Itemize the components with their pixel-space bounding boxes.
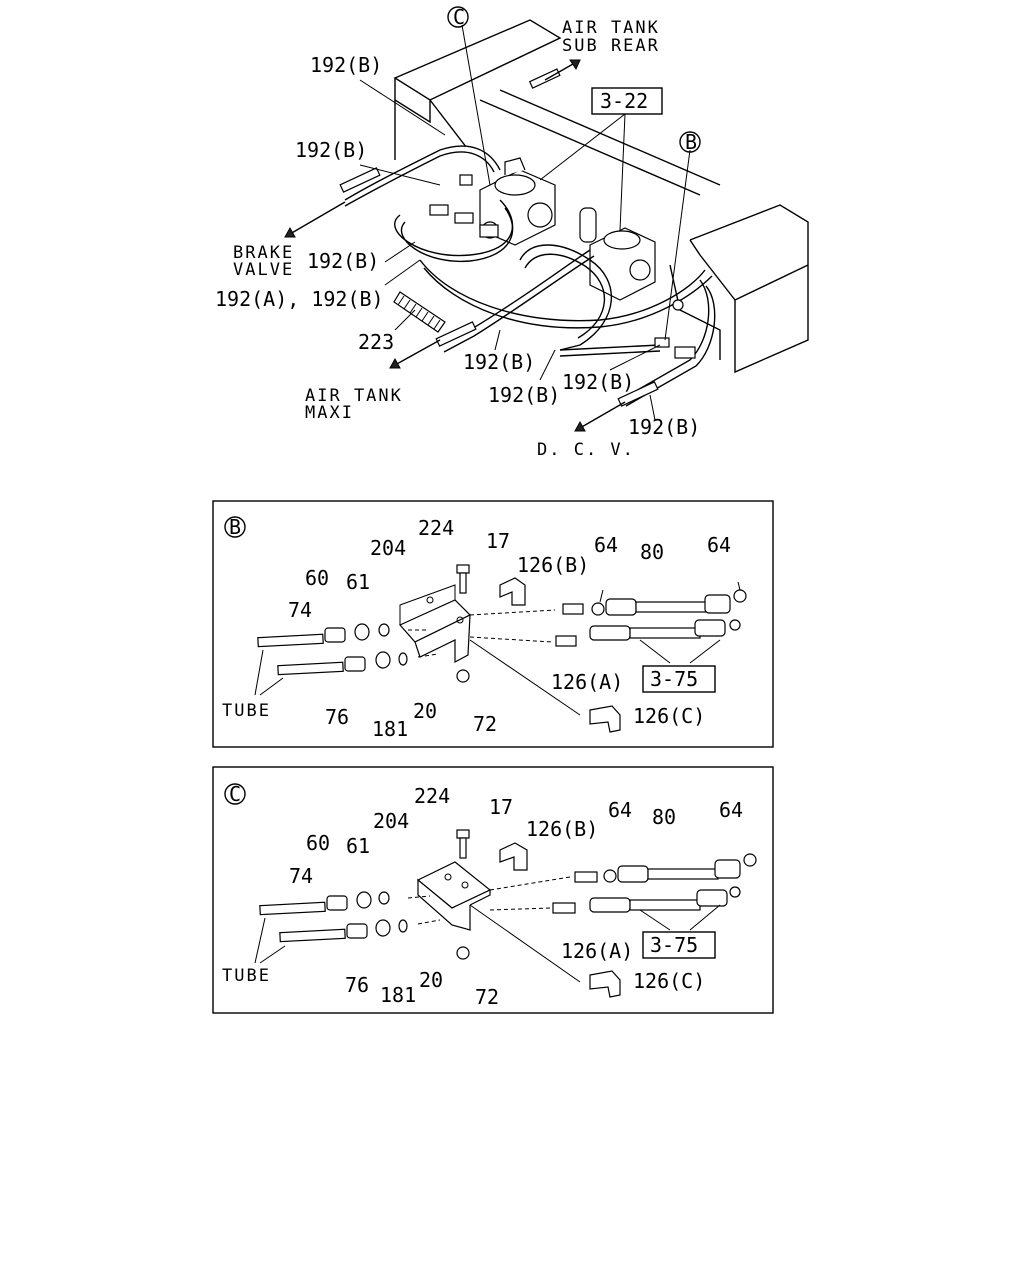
arrow-air-tank-maxi bbox=[389, 339, 441, 369]
detail-c-label-76: 76 bbox=[345, 973, 369, 997]
detail-c-label-80: 80 bbox=[652, 805, 676, 829]
callout-b-letter: B bbox=[685, 130, 697, 154]
detail-b-label-76: 76 bbox=[325, 705, 349, 729]
detail-c-label-tube: TUBE bbox=[222, 966, 271, 986]
detail-b-label-80: 80 bbox=[640, 540, 664, 564]
detail-b-label-20: 20 bbox=[413, 699, 437, 723]
label-192b-1: 192(B) bbox=[310, 53, 382, 77]
relay-valve-right bbox=[579, 207, 656, 301]
detail-c-label-126a: 126(A) bbox=[561, 939, 633, 963]
spring-guard-223 bbox=[393, 291, 446, 333]
detail-b-label-64b: 64 bbox=[707, 533, 731, 557]
fittings-cluster-left bbox=[429, 174, 499, 238]
detail-b-label-tube: TUBE bbox=[222, 701, 271, 721]
detail-c-tag: C bbox=[229, 782, 241, 806]
detail-b-frame bbox=[212, 500, 774, 748]
detail-b-label-224: 224 bbox=[418, 516, 454, 540]
detail-b-label-61: 61 bbox=[346, 570, 370, 594]
detail-b-ref-3-75-box bbox=[642, 665, 716, 693]
ref-3-22-box bbox=[591, 87, 663, 115]
label-air-tank-sub-rear-1: AIR TANK bbox=[562, 18, 660, 38]
detail-c-label-204: 204 bbox=[373, 809, 409, 833]
detail-b-label-64a: 64 bbox=[594, 533, 618, 557]
arrow-dcv bbox=[574, 401, 626, 432]
detail-c-frame bbox=[212, 766, 774, 1014]
arrow-brake-valve bbox=[284, 201, 346, 238]
detail-c-label-3-75: 3-75 bbox=[650, 933, 698, 957]
detail-c-label-61: 61 bbox=[346, 834, 370, 858]
detail-c-label-126c: 126(C) bbox=[633, 969, 705, 993]
label-192ab: 192(A), 192(B) bbox=[215, 287, 384, 311]
top-view-assembly bbox=[284, 6, 809, 432]
detail-c-label-224: 224 bbox=[414, 784, 450, 808]
arrow-air-tank-sub-rear bbox=[544, 59, 581, 81]
detail-c-label-60: 60 bbox=[306, 831, 330, 855]
detail-c-label-20: 20 bbox=[419, 968, 443, 992]
detail-b-label-3-75: 3-75 bbox=[650, 667, 698, 691]
label-brake-valve-1: BRAKE bbox=[233, 243, 294, 263]
label-192b-2: 192(B) bbox=[295, 138, 367, 162]
detail-b-panel bbox=[212, 500, 774, 748]
detail-b-label-126b: 126(B) bbox=[517, 553, 589, 577]
label-dcv: D. C. V. bbox=[537, 440, 635, 460]
label-ref-3-22: 3-22 bbox=[600, 89, 648, 113]
detail-b-label-126a: 126(A) bbox=[551, 670, 623, 694]
callout-b-circle bbox=[679, 131, 701, 153]
label-192b-4: 192(B) bbox=[463, 350, 535, 374]
label-air-tank-maxi-2: MAXI bbox=[305, 403, 354, 423]
detail-b-label-60: 60 bbox=[305, 566, 329, 590]
detail-b-label-74: 74 bbox=[288, 598, 312, 622]
detail-b-tag: B bbox=[229, 515, 241, 539]
detail-c-label-72: 72 bbox=[475, 985, 499, 1009]
detail-c-label-74: 74 bbox=[289, 864, 313, 888]
detail-c-label-181: 181 bbox=[380, 983, 416, 1007]
label-brake-valve-2: VALVE bbox=[233, 260, 294, 280]
fittings-cluster-right bbox=[654, 299, 696, 359]
detail-c-label-17: 17 bbox=[489, 795, 513, 819]
label-air-tank-sub-rear-2: SUB REAR bbox=[562, 36, 660, 56]
label-air-tank-maxi-1: AIR TANK bbox=[305, 386, 403, 406]
label-223: 223 bbox=[358, 330, 394, 354]
detail-b-label-126c: 126(C) bbox=[633, 704, 705, 728]
callout-c-letter: C bbox=[453, 5, 465, 29]
detail-b-label-204: 204 bbox=[370, 536, 406, 560]
detail-c-label-64a: 64 bbox=[608, 798, 632, 822]
label-192b-7: 192(B) bbox=[628, 415, 700, 439]
detail-b-label-17: 17 bbox=[486, 529, 510, 553]
detail-c-ref-3-75-box bbox=[642, 931, 716, 959]
detail-c-label-126b: 126(B) bbox=[526, 817, 598, 841]
detail-b-label-181: 181 bbox=[372, 717, 408, 741]
detail-b-label-72: 72 bbox=[473, 712, 497, 736]
callout-c-circle bbox=[447, 6, 469, 28]
detail-c-panel bbox=[212, 766, 774, 1014]
label-192b-3: 192(B) bbox=[307, 249, 379, 273]
label-192b-5: 192(B) bbox=[488, 383, 560, 407]
detail-c-label-64b: 64 bbox=[719, 798, 743, 822]
label-192b-6: 192(B) bbox=[562, 370, 634, 394]
